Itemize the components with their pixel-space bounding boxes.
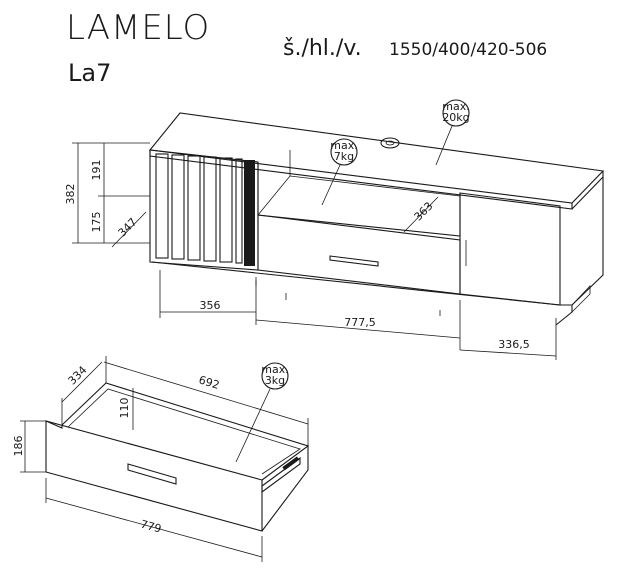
cabinet-drawing: max. 20kg max. 7kg 382 191 175 347 363 bbox=[64, 99, 605, 360]
top-load-line1: max. bbox=[442, 100, 469, 113]
middle-drawer bbox=[257, 214, 461, 295]
drawer-box-top bbox=[61, 382, 310, 481]
drawer-box-side bbox=[261, 446, 309, 532]
dim-drawer-height-inner: 110 bbox=[118, 398, 131, 419]
drawer-drawing: max. 3kg 334 692 110 186 779 bbox=[12, 356, 310, 562]
dim-height-total: 382 bbox=[64, 184, 77, 205]
dim-drawer-height-front: 186 bbox=[12, 436, 25, 457]
shelf-load-callout: max. 7kg bbox=[321, 138, 358, 206]
dimension-label: š./hl./v. bbox=[283, 36, 362, 61]
brand-title: LAMELO bbox=[66, 8, 211, 48]
dim-drawer-depth: 334 bbox=[66, 364, 90, 388]
drawer-handle bbox=[127, 463, 177, 485]
drawer-dimensions: 334 692 110 186 779 bbox=[12, 356, 309, 562]
dim-depth-left: 347 bbox=[116, 216, 140, 240]
drawer-box-inner bbox=[67, 388, 301, 475]
cabinet-plinth-side bbox=[571, 284, 591, 313]
height-dimensions: 382 191 175 bbox=[64, 142, 150, 244]
drawer-load-callout: max. 3kg bbox=[235, 362, 289, 463]
dim-width-left: 356 bbox=[200, 299, 221, 312]
cabinet-right-side-top bbox=[571, 171, 604, 210]
cabinet-top-edge bbox=[149, 150, 573, 210]
drawer-rail-mark bbox=[282, 456, 300, 471]
dim-width-middle: 777,5 bbox=[344, 316, 376, 329]
dim-height-upper: 191 bbox=[90, 160, 103, 181]
dim-height-lower: 175 bbox=[90, 212, 103, 233]
dim-width-right: 336,5 bbox=[498, 338, 530, 351]
top-load-callout: max. 20kg bbox=[435, 99, 470, 166]
depth-dimensions: 347 363 bbox=[111, 196, 439, 248]
dim-drawer-width-front: 779 bbox=[139, 518, 163, 536]
drawer-front-top bbox=[45, 420, 63, 429]
right-door bbox=[459, 192, 561, 306]
drawer-load-line1: max. bbox=[261, 363, 288, 376]
cabinet-right-side bbox=[571, 177, 604, 306]
cable-hole bbox=[380, 137, 400, 149]
shelf-load-line1: max. bbox=[330, 139, 357, 152]
model-code: La7 bbox=[68, 59, 112, 87]
dimension-value: 1550/400/420-506 bbox=[389, 40, 548, 60]
dim-drawer-width-inner: 692 bbox=[197, 373, 221, 392]
top-load-line2: 20kg bbox=[442, 111, 469, 124]
shelf-load-line2: 7kg bbox=[334, 150, 354, 163]
drawer-front bbox=[45, 420, 263, 532]
middle-drawer-handle bbox=[329, 255, 379, 267]
slatted-door bbox=[155, 153, 255, 266]
drawer-load-line2: 3kg bbox=[265, 374, 285, 387]
width-dimensions: 356 777,5 336,5 bbox=[159, 280, 557, 360]
cable-hole-inner bbox=[385, 140, 395, 146]
